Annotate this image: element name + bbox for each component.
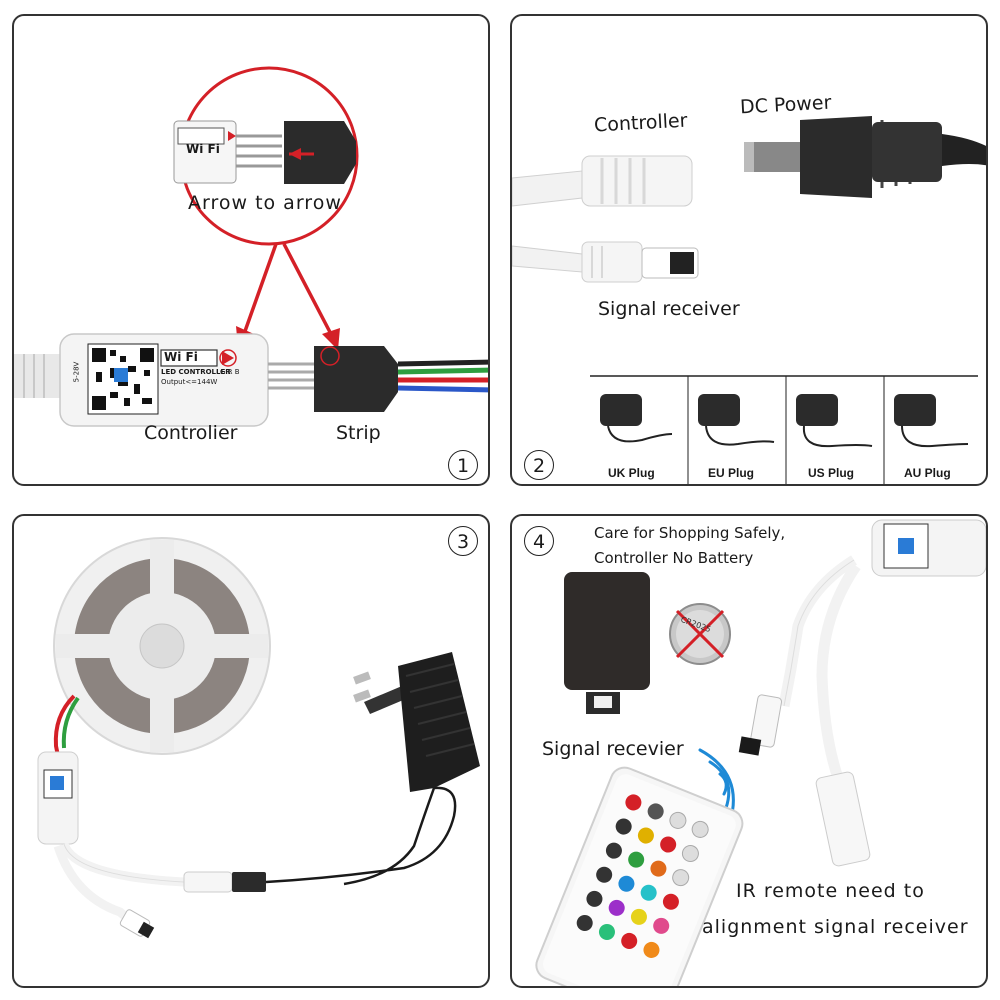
strip-label: Strip (336, 422, 381, 444)
zoom-strip-connector (284, 121, 356, 184)
controller-label: Controlier (144, 422, 238, 444)
step-number-4: 4 (524, 526, 554, 556)
signal-receiver-label: Signal receiver (598, 298, 740, 320)
device-output: Output<=144W (161, 378, 218, 386)
ir-remote (535, 766, 744, 986)
panel2-illustration (512, 116, 986, 484)
panel-connect-strip: Wi Fi Arrow to arrow Wi Fi LED CONTROLLE… (12, 14, 490, 486)
panel1-illustration (14, 66, 488, 427)
panel3-illustration (37, 537, 480, 939)
eu-adapter (698, 394, 740, 426)
plug-label-au: AU Plug (904, 466, 951, 480)
wifi-text: Wi Fi (164, 350, 198, 364)
dc-plug-body (800, 116, 872, 198)
panel-assembled-kit: 3 (12, 514, 490, 988)
ir-line-1: IR remote need to (736, 880, 925, 902)
step-number-1: 1 (448, 450, 478, 480)
ir-line-2: alignment signal receiver (702, 916, 969, 938)
plug-label-eu: EU Plug (708, 466, 755, 480)
female-dc-connector (581, 155, 693, 207)
us-adapter (796, 394, 838, 426)
dc-plug-tip (748, 142, 800, 172)
panel-power-connection: Controller DC Power Signal receiver UK P… (510, 14, 988, 486)
panel-ir-remote: Care for Shopping Safely, Controller No … (510, 514, 988, 988)
device-subtitle: LED CONTROLLER (161, 368, 231, 376)
plug-label-uk: UK Plug (608, 466, 655, 480)
zoom-wifi-text: Wi Fi (186, 142, 220, 156)
panel4-illustration (535, 519, 986, 986)
care-line-2: Controller No Battery (594, 549, 754, 567)
pin-letters: G R B (220, 368, 240, 376)
device-voltage: 5-28V (72, 361, 81, 383)
uk-adapter (600, 394, 642, 426)
step-number-2: 2 (524, 450, 554, 480)
strip-connector (314, 346, 398, 412)
care-line-1: Care for Shopping Safely, (594, 524, 786, 542)
arrow-callout-label: Arrow to arrow (188, 192, 342, 214)
power-adapter (398, 652, 480, 792)
battery-compartment (564, 572, 650, 690)
signal-receiver-label: Signal recevier (542, 738, 684, 760)
au-adapter (894, 394, 936, 426)
plug-label-us: US Plug (808, 466, 855, 480)
step-number-3: 3 (448, 526, 478, 556)
